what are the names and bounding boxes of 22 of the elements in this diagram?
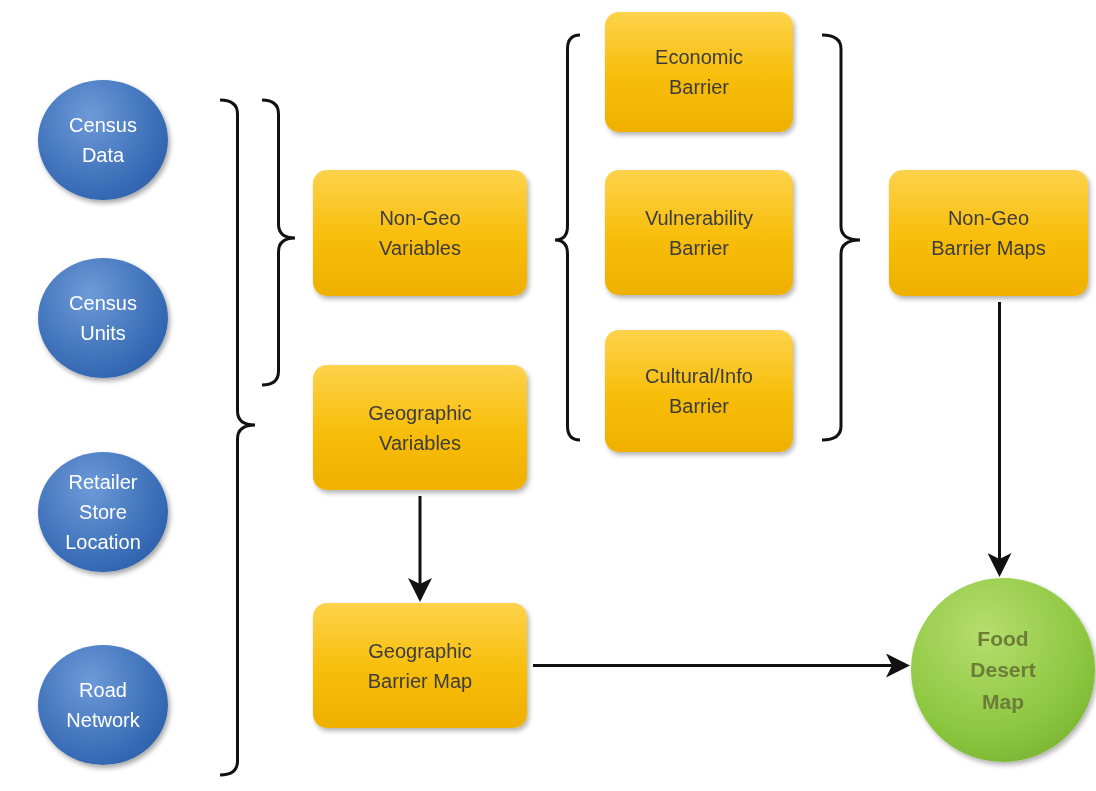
node-label: Census Data xyxy=(68,113,138,168)
arrow xyxy=(987,302,1012,577)
node-label: Geographic Barrier Map xyxy=(366,638,474,694)
process-box xyxy=(313,170,527,296)
node-label: Retailer Store Location xyxy=(64,470,142,555)
node-label: Geographic Variables xyxy=(367,400,473,456)
node-label: Road Network xyxy=(65,678,141,733)
process-box xyxy=(313,365,527,490)
process-box xyxy=(605,12,793,132)
process-box xyxy=(605,170,793,295)
node-label: Non-Geo Barrier Maps xyxy=(930,206,1047,261)
node-label: Cultural/Info Barrier xyxy=(644,364,754,419)
process-box xyxy=(605,330,793,452)
node-label: Economic Barrier xyxy=(654,45,744,100)
node-label: Census Units xyxy=(68,291,138,346)
arrow xyxy=(408,496,432,602)
arrow xyxy=(533,653,910,678)
node-label: Food Desert Map xyxy=(969,625,1037,715)
process-box xyxy=(313,603,527,728)
process-box xyxy=(889,170,1088,296)
node-label: Non-Geo Variables xyxy=(378,206,462,261)
node-label: Vulnerability Barrier xyxy=(643,205,755,261)
